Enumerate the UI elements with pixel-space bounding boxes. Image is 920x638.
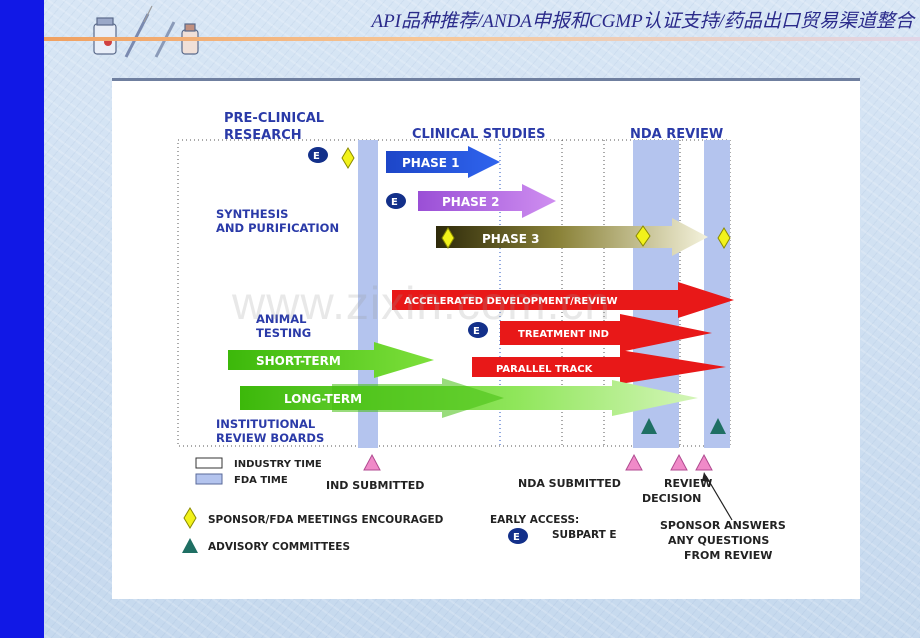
header-divider: [44, 37, 920, 41]
ind-submitted-label: IND SUBMITTED: [326, 479, 424, 492]
review-decision-marker: [670, 453, 688, 471]
phase1-label: PHASE 1: [402, 156, 460, 170]
legend-triangle-icon: [182, 538, 198, 553]
legend-fda-time: FDA TIME: [234, 475, 288, 486]
meeting-diamond-4: [717, 227, 731, 249]
review-decision-line2: DECISION: [642, 492, 701, 505]
review-decision-line1: REVIEW: [664, 477, 712, 490]
watermark: www.zixin.com.cn: [232, 277, 611, 329]
label-irb-line1: INSTITUTIONAL: [216, 417, 316, 431]
svg-text:E: E: [473, 326, 480, 337]
sponsor-answers-line2: ANY QUESTIONS: [668, 534, 769, 547]
accelerated-label: ACCELERATED DEVELOPMENT/REVIEW: [404, 296, 618, 307]
svg-text:E: E: [513, 532, 520, 543]
treatment-ind-arrow: TREATMENT IND: [500, 314, 712, 352]
accelerated-arrow: ACCELERATED DEVELOPMENT/REVIEW: [392, 282, 734, 318]
meeting-diamond-3: [635, 225, 651, 247]
sponsor-answers-pointer: [705, 475, 733, 521]
label-animal-line1: ANIMAL: [256, 312, 307, 326]
legend-industry-time: INDUSTRY TIME: [234, 459, 322, 470]
sponsor-answers-line3: FROM REVIEW: [684, 549, 772, 562]
legend-diamond-icon: [183, 507, 197, 529]
advisory-triangle-1: [641, 418, 657, 434]
left-accent-bar: [0, 0, 44, 638]
drug-development-diagram: PRE-CLINICAL RESEARCH CLINICAL STUDIES N…: [177, 111, 786, 562]
parallel-track-arrow: PARALLEL TRACK: [472, 350, 726, 384]
legend-advisory: ADVISORY COMMITTEES: [208, 541, 350, 553]
phase3-label: PHASE 3: [482, 232, 540, 246]
pharma-logo-icon: [93, 5, 199, 58]
pointer-arrowhead-icon: [702, 472, 710, 482]
section-preclinical-line1: PRE-CLINICAL: [224, 111, 324, 126]
meeting-diamond-1: [341, 147, 355, 169]
sponsor-answers-marker: [695, 453, 713, 471]
nda-submitted-label: NDA SUBMITTED: [518, 477, 621, 490]
legend-e-badge: E: [508, 528, 528, 544]
label-synthesis-line2: AND PURIFICATION: [216, 221, 339, 235]
legend-early-access: EARLY ACCESS:: [490, 514, 579, 526]
legend-subpart-e: SUBPART E: [552, 529, 617, 541]
parallel-track-label: PARALLEL TRACK: [496, 364, 594, 375]
svg-text:E: E: [391, 197, 398, 208]
legend-fda-swatch: [195, 473, 223, 485]
label-irb-line2: REVIEW BOARDS: [216, 431, 324, 445]
fda-band-ind: [358, 140, 378, 448]
phase2-label: PHASE 2: [442, 195, 500, 209]
early-access-badge-2: E: [386, 193, 406, 209]
phase3-arrow: PHASE 3: [436, 218, 708, 256]
label-animal-line2: TESTING: [256, 326, 311, 340]
legend-meetings: SPONSOR/FDA MEETINGS ENCOURAGED: [208, 514, 444, 526]
advisory-triangle-2: [710, 418, 726, 434]
long-term-arrow: LONG-TERM: [240, 378, 698, 418]
short-term-label: SHORT-TERM: [256, 354, 341, 368]
early-access-badge-3: E: [468, 322, 488, 338]
nda-submitted-marker: [625, 453, 643, 471]
legend-industry-swatch: [195, 457, 223, 469]
svg-text:E: E: [313, 151, 320, 162]
sponsor-answers-line1: SPONSOR ANSWERS: [660, 519, 786, 532]
ind-submitted-marker: [363, 453, 381, 471]
label-synthesis-line1: SYNTHESIS: [216, 207, 288, 221]
section-preclinical-line2: RESEARCH: [224, 128, 302, 143]
treatment-ind-label: TREATMENT IND: [518, 329, 609, 340]
short-term-arrow: SHORT-TERM: [228, 342, 434, 378]
header-title: API品种推荐/ANDA申报和CGMP认证支持/药品出口贸易渠道整合: [371, 11, 914, 32]
meeting-diamond-2: [441, 227, 455, 249]
phase2-arrow: PHASE 2: [418, 184, 556, 218]
phase1-arrow: PHASE 1: [386, 146, 500, 178]
early-access-badge-1: E: [308, 147, 328, 163]
long-term-label: LONG-TERM: [284, 392, 362, 406]
section-clinical-studies: CLINICAL STUDIES: [412, 127, 545, 142]
section-nda-review: NDA REVIEW: [630, 127, 723, 142]
